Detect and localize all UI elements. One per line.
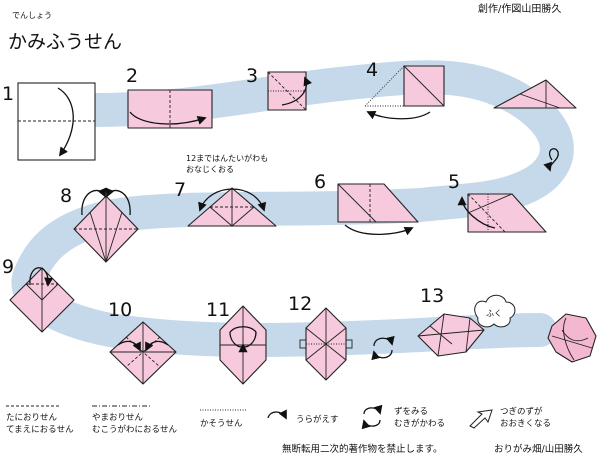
step-6-figure	[337, 183, 419, 236]
legend-rotate-text-1: ずをみる	[394, 406, 428, 417]
turn-over-icon	[543, 148, 559, 172]
step-11-figure	[219, 305, 267, 385]
step-8-figure	[73, 187, 139, 263]
step-number-3: 3	[246, 65, 258, 87]
step-number-4: 4	[366, 59, 378, 81]
legend-rotate-text-2: むきがかわる	[394, 418, 445, 429]
step-number-1: 1	[2, 83, 14, 105]
legend-crease-text: かそうせん	[200, 419, 243, 429]
step-1-figure	[17, 82, 96, 161]
final-balloon-figure	[547, 313, 597, 363]
step-number-11: 11	[206, 299, 230, 321]
step-4b-figure	[493, 79, 577, 109]
legend-next-bigger-icon	[469, 409, 493, 429]
step-4-figure	[364, 65, 445, 120]
legend-next-bigger-text-2: おおきくなる	[500, 419, 551, 429]
page-title: かみふうせん	[8, 31, 122, 53]
legend-turn-over-icon	[267, 409, 287, 420]
puff-label: ふく	[486, 309, 502, 318]
step-7-note-line2: おなじくおる	[186, 165, 234, 174]
step-9-figure	[9, 267, 75, 333]
legend-mountain-text-2: むこうがわにおるせん	[92, 424, 178, 435]
footer-copyright: 無断転用二次的著作物を禁止します。	[282, 443, 443, 455]
step-number-13: 13	[420, 285, 444, 307]
legend-rotate-icon	[361, 404, 383, 430]
credit-top: 創作/作図山田勝久	[478, 2, 561, 15]
step-number-8: 8	[60, 185, 72, 207]
step-number-10: 10	[108, 299, 132, 321]
legend-valley-text-1: たにおりせん	[6, 413, 58, 423]
step-7-note-line1: 12まではんたいがわも	[186, 153, 268, 163]
step-5-figure	[457, 193, 547, 233]
legend-next-bigger-text-1: つぎのずが	[500, 406, 543, 417]
step-12-figure	[299, 307, 353, 381]
step-number-6: 6	[314, 171, 326, 193]
step-3-figure	[267, 71, 312, 111]
rotate-icon	[371, 335, 395, 361]
title-ruby: でんしょう	[12, 11, 52, 20]
step-number-7: 7	[174, 179, 186, 201]
step-7-figure	[187, 187, 277, 227]
legend-turn-over-text: うらがえす	[296, 414, 339, 425]
step-2-figure	[127, 89, 213, 129]
puff-bubble: ふく	[474, 294, 516, 328]
legend: たにおりせん てまえにおるせん やまおりせん むこうがわにおるせん かそうせん …	[6, 404, 551, 435]
legend-valley-text-2: てまえにおるせん	[6, 425, 74, 435]
step-number-9: 9	[2, 256, 14, 278]
step-number-5: 5	[448, 171, 460, 193]
step-13-figure	[417, 313, 485, 357]
step-10-figure	[109, 321, 177, 385]
footer-credit: おりがみ畑/山田勝久	[494, 443, 583, 455]
step-number-12: 12	[288, 293, 312, 315]
step-number-2: 2	[126, 65, 138, 87]
legend-mountain-text-1: やまおりせん	[92, 413, 144, 423]
